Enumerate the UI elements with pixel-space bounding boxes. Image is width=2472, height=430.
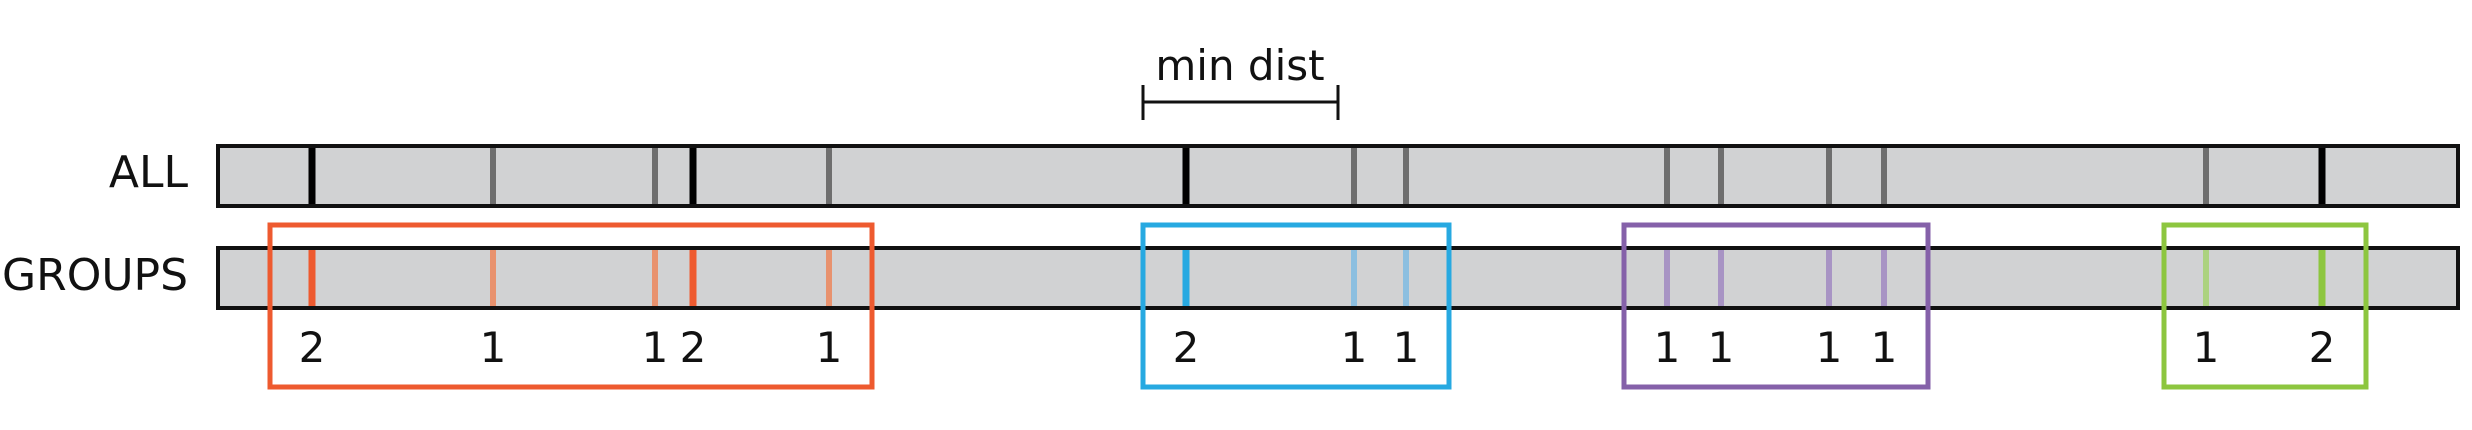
marker-count-label: 2 (2309, 323, 2336, 372)
groups-track (216, 246, 2460, 310)
marker-count-label: 2 (299, 323, 326, 372)
row-label-groups: GROUPS (2, 250, 188, 301)
marker-count-label: 1 (816, 323, 843, 372)
all-track (216, 144, 2460, 208)
group-box-purple (1621, 222, 1931, 390)
row-label-all: ALL (109, 147, 189, 198)
marker-count-label: 1 (1393, 323, 1420, 372)
marker-count-label: 1 (1708, 323, 1735, 372)
groups-track-markers (308, 250, 2326, 306)
min-dist-label: min dist (1155, 41, 1324, 90)
marker-count-label: 1 (2193, 323, 2220, 372)
marker-count-label: 1 (480, 323, 507, 372)
marker-count-label: 2 (1173, 323, 1200, 372)
group-box-orange (267, 222, 875, 390)
marker-count-label: 1 (1654, 323, 1681, 372)
marker-count-label: 1 (1871, 323, 1898, 372)
marker-count-label: 2 (680, 323, 707, 372)
min-dist-scale-bar: min dist (1141, 41, 1340, 120)
marker-count-label: 1 (642, 323, 669, 372)
all-track-markers (308, 148, 2326, 204)
marker-count-label: 1 (1816, 323, 1843, 372)
marker-count-label: 1 (1341, 323, 1368, 372)
group-box-green (2161, 222, 2369, 390)
group-box-blue (1140, 222, 1452, 390)
